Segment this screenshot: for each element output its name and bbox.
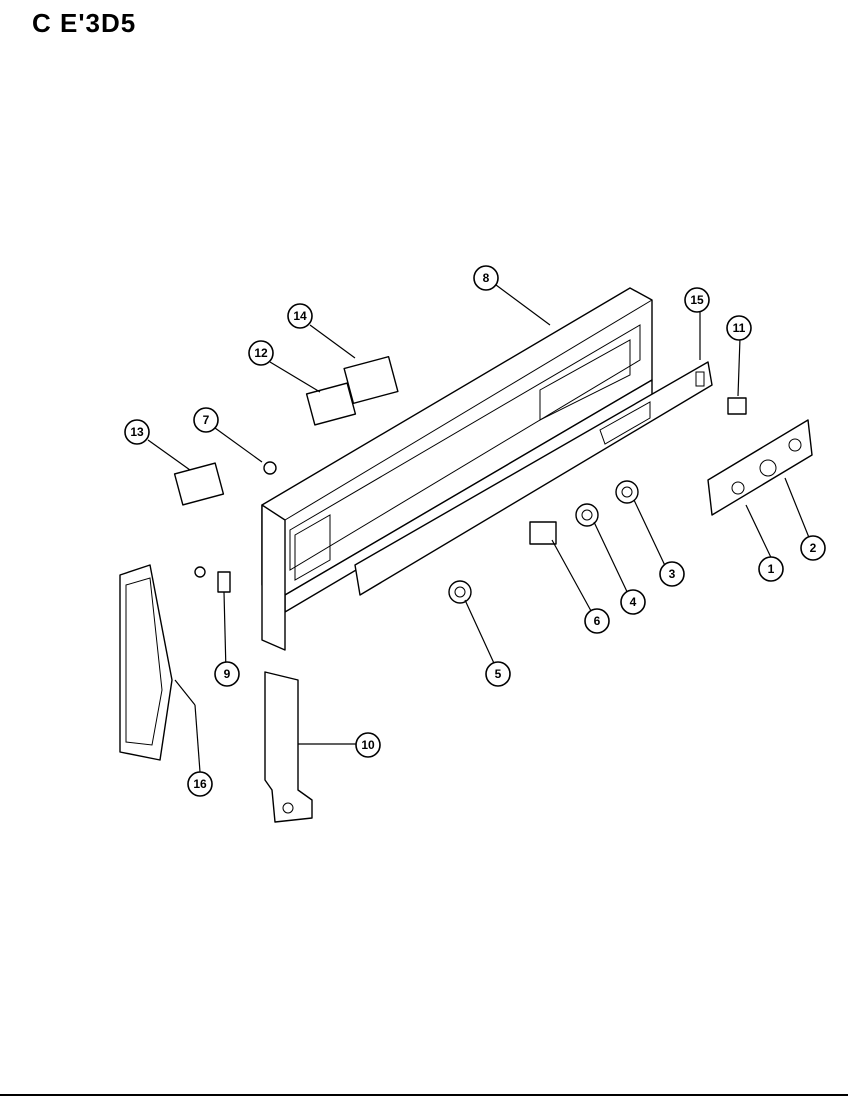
callout-label-16: 16: [193, 777, 207, 791]
callout-label-1: 1: [768, 562, 775, 576]
callout-14: 14: [287, 303, 313, 329]
knob-5: [448, 580, 472, 604]
callout-1: 1: [758, 556, 784, 582]
left-end-cap: [119, 564, 173, 761]
clock-timer-switch: [173, 462, 225, 506]
screw-part-9: [194, 566, 231, 593]
callout-label-9: 9: [224, 667, 231, 681]
lower-trim-panel: [354, 361, 713, 596]
callout-8: 8: [473, 265, 499, 291]
rocker-switch: [529, 521, 557, 545]
callout-label-15: 15: [690, 293, 704, 307]
callout-13: 13: [124, 419, 150, 445]
callout-label-8: 8: [483, 271, 490, 285]
callout-label-3: 3: [669, 567, 676, 581]
callout-10: 10: [355, 732, 381, 758]
knob-3: [615, 480, 639, 504]
callout-label-2: 2: [810, 541, 817, 555]
indicator-light: [727, 397, 747, 415]
model-number-title: C E'3D5: [32, 8, 137, 38]
nut-part-7: [263, 461, 277, 475]
surface-unit-switch-panel: [707, 419, 813, 516]
selector-switch: [305, 382, 357, 426]
thermostat-switch: [343, 355, 399, 405]
callout-label-13: 13: [130, 425, 144, 439]
callout-16: 16: [187, 771, 213, 797]
callout-label-7: 7: [203, 413, 210, 427]
bottom-rule-line: [0, 1094, 848, 1096]
knob-4: [575, 503, 599, 527]
callout-label-10: 10: [361, 738, 375, 752]
callout-7: 7: [193, 407, 219, 433]
callout-3: 3: [659, 561, 685, 587]
callout-15: 15: [684, 287, 710, 313]
callout-2: 2: [800, 535, 826, 561]
callout-label-6: 6: [594, 614, 601, 628]
callout-11: 11: [726, 315, 752, 341]
callout-6: 6: [584, 608, 610, 634]
callout-9: 9: [214, 661, 240, 687]
callout-4: 4: [620, 589, 646, 615]
callout-label-12: 12: [254, 346, 268, 360]
callout-12: 12: [248, 340, 274, 366]
leader-lines: [147, 281, 813, 773]
callout-5: 5: [485, 661, 511, 687]
callout-label-4: 4: [630, 595, 637, 609]
callout-label-5: 5: [495, 667, 502, 681]
callout-label-11: 11: [733, 321, 746, 335]
callout-label-14: 14: [293, 309, 307, 323]
mounting-bracket: [264, 671, 313, 823]
